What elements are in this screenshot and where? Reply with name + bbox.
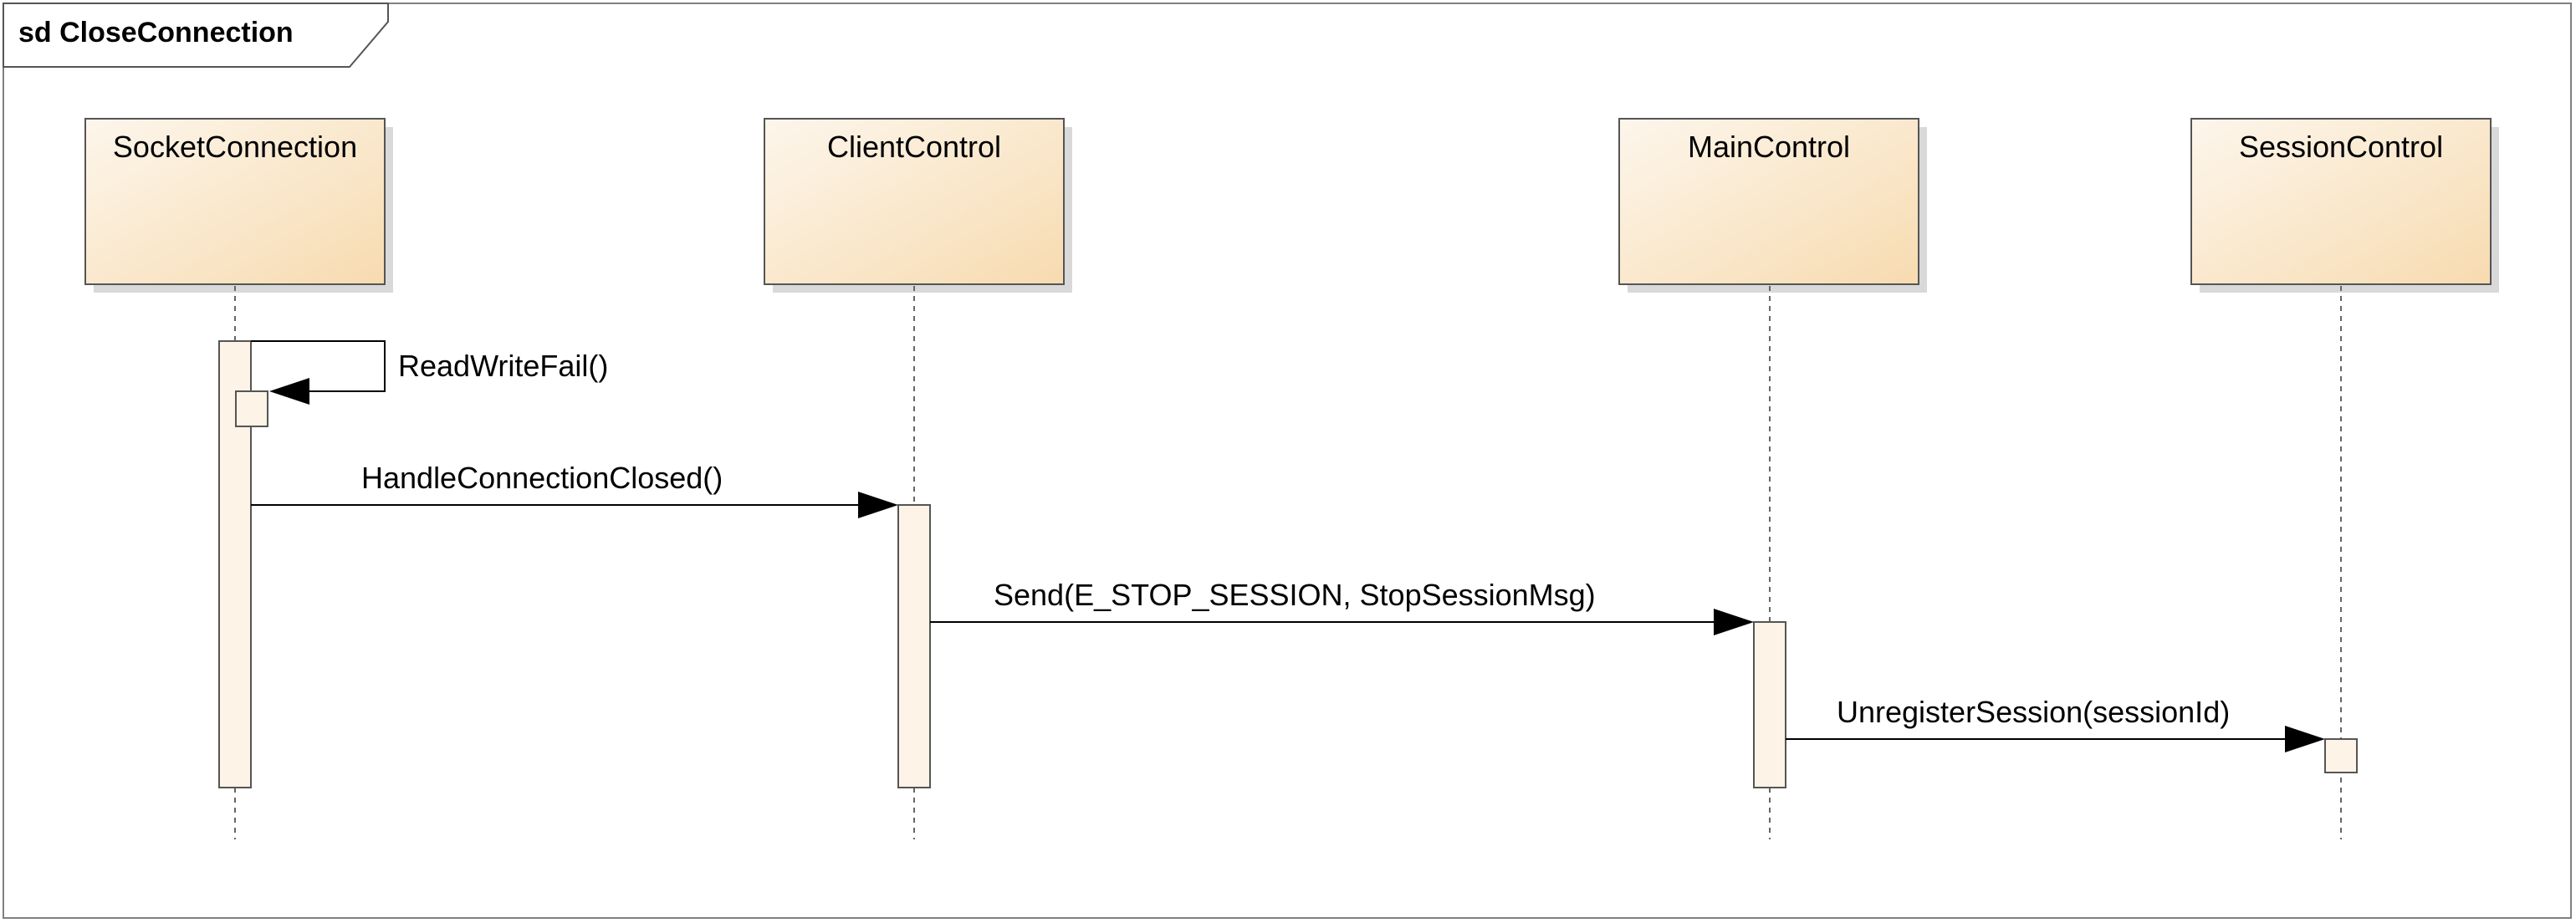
lifeline-label: SessionControl xyxy=(2239,130,2443,164)
message-send-stop-session[interactable]: Send(E_STOP_SESSION, StopSessionMsg) xyxy=(930,578,1754,635)
message-unregister-session[interactable]: UnregisterSession(sessionId) xyxy=(1786,695,2325,752)
lifeline-main-control[interactable]: MainControl xyxy=(1618,118,1927,839)
message-label: ReadWriteFail() xyxy=(398,349,608,383)
activation-bar-client-control xyxy=(897,504,931,788)
arrowhead-icon xyxy=(858,492,898,518)
arrowhead-icon xyxy=(269,378,309,405)
diagram-frame: sd CloseConnection xyxy=(3,3,2572,919)
message-label: HandleConnectionClosed() xyxy=(361,461,723,495)
activation-bar-socket-connection-nested xyxy=(235,390,268,427)
message-line xyxy=(251,340,386,392)
arrowhead-icon xyxy=(2285,726,2325,752)
message-label: UnregisterSession(sessionId) xyxy=(1837,695,2230,729)
activation-bar-session-control xyxy=(2324,738,2358,773)
lifeline-label: MainControl xyxy=(1688,130,1850,164)
activation-bar-main-control xyxy=(1753,621,1786,788)
lifeline-box[interactable] xyxy=(2190,118,2492,285)
frame-border xyxy=(3,3,2572,919)
activation-bars xyxy=(218,340,2358,788)
lifeline-box[interactable] xyxy=(764,118,1065,285)
lifeline-label: ClientControl xyxy=(827,130,1001,164)
frame-title-tab xyxy=(3,3,389,68)
lifeline-box[interactable] xyxy=(1618,118,1919,285)
lifeline-client-control[interactable]: ClientControl xyxy=(764,118,1072,839)
lifeline-box[interactable] xyxy=(84,118,386,285)
message-label: Send(E_STOP_SESSION, StopSessionMsg) xyxy=(994,578,1596,612)
message-handle-connection-closed[interactable]: HandleConnectionClosed() xyxy=(251,461,898,518)
lifeline-session-control[interactable]: SessionControl xyxy=(2190,118,2499,839)
frame-title: sd CloseConnection xyxy=(18,17,294,48)
arrowhead-icon xyxy=(1714,609,1754,635)
message-read-write-fail[interactable]: ReadWriteFail() xyxy=(251,340,608,405)
lifeline-label: SocketConnection xyxy=(113,130,357,164)
